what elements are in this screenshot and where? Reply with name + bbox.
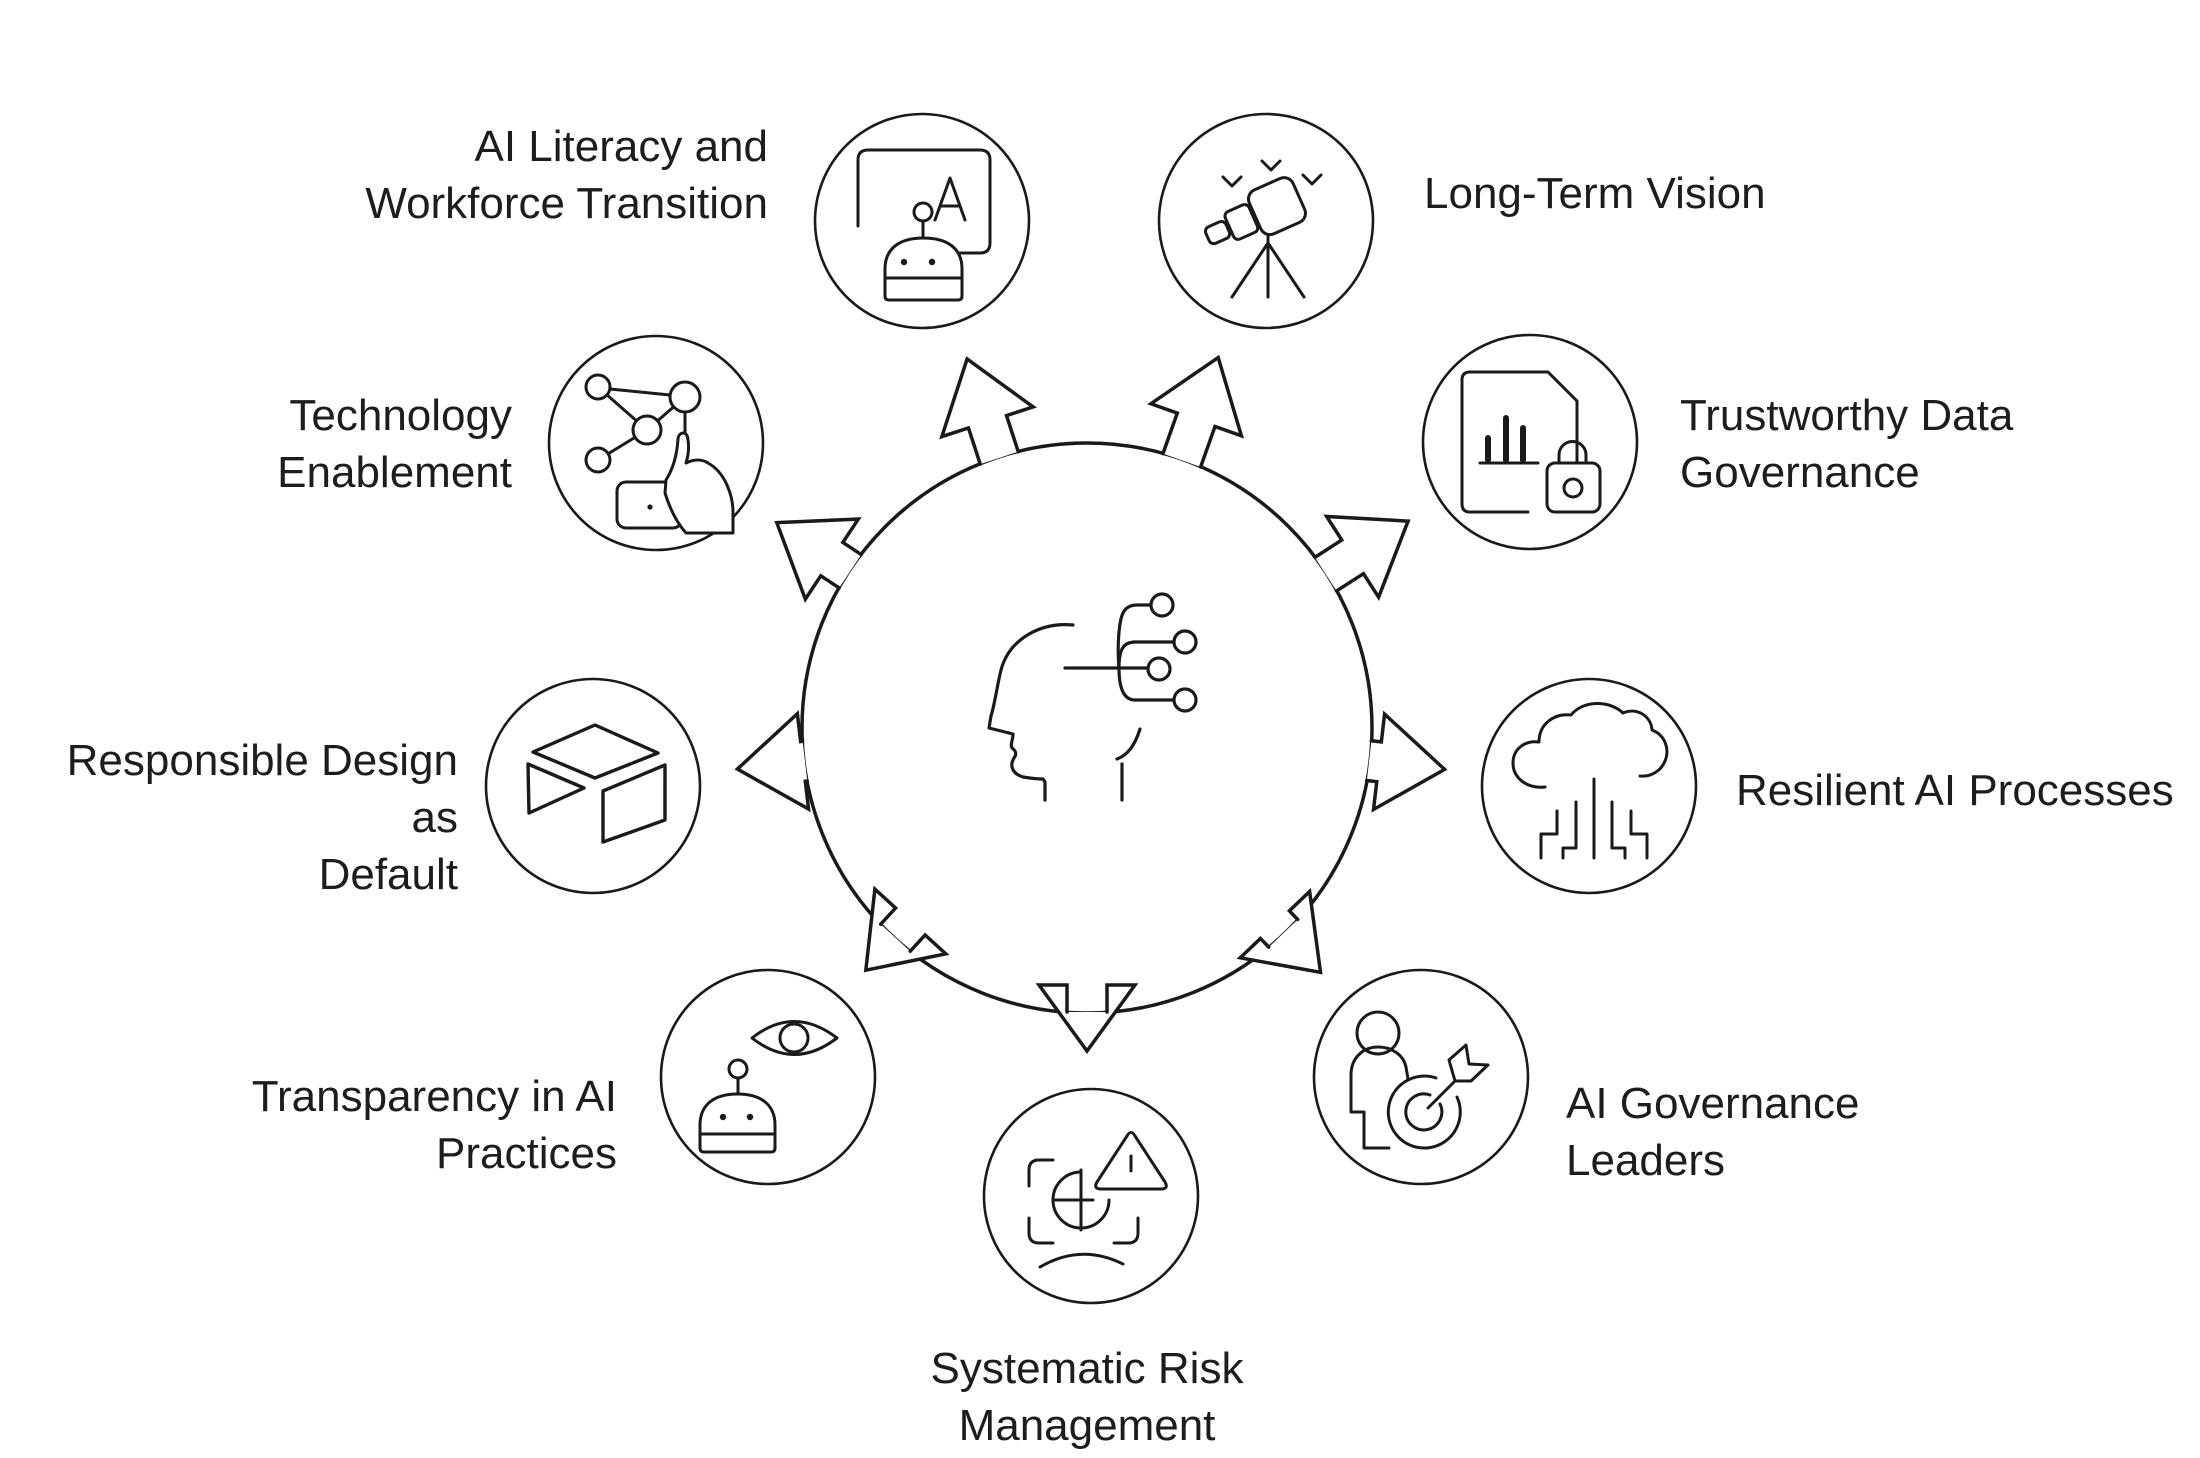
- satellite-governance-leaders: [1311, 967, 1531, 1187]
- arrow-to-systematic-risk: [1035, 983, 1139, 1054]
- satellite-technology-enablement: [546, 333, 766, 553]
- satellite-transparency: [658, 967, 878, 1187]
- satellite-ai-literacy: [812, 111, 1032, 331]
- ai-head-circuit-icon: [734, 354, 1448, 1054]
- robot-eye-icon: [659, 968, 877, 1186]
- satellite-trustworthy-data: [1420, 332, 1640, 552]
- arrow-to-governance-leaders: [1236, 887, 1323, 975]
- robot-teaching-board-icon: [813, 112, 1031, 330]
- arrow-to-long-term-vision: [1147, 354, 1245, 469]
- person-target-icon: [1312, 968, 1530, 1186]
- label-ai-literacy: AI Literacy and Workforce Transition: [365, 122, 768, 228]
- label-technology: Technology Enablement: [277, 391, 512, 497]
- label-systematic-risk: Systematic Risk Management: [930, 1344, 1244, 1450]
- arrow-to-resilient-ai: [1365, 710, 1448, 813]
- label-transparency: Transparency in AI Practices: [251, 1072, 617, 1178]
- label-governance-leaders: AI Governance Leaders: [1566, 1079, 1860, 1185]
- hub-arrows: [734, 354, 1448, 1054]
- document-chart-lock-icon: [1421, 333, 1639, 551]
- satellite-responsible-design: [483, 676, 703, 896]
- label-long-term-vision: Long-Term Vision: [1424, 169, 1766, 218]
- satellite-long-term-vision: [1156, 111, 1376, 331]
- arrow-to-responsible-design: [734, 710, 811, 813]
- hub-circle: [800, 441, 1374, 1015]
- isometric-box-icon: [484, 677, 702, 895]
- network-device-hand-icon: [547, 334, 765, 552]
- arrow-to-technology-enablement: [774, 517, 863, 603]
- label-responsible-design: Responsible Design as Default: [66, 736, 458, 899]
- arrow-to-trustworthy-data: [1313, 514, 1411, 602]
- satellite-resilient-ai: [1479, 676, 1699, 896]
- arrow-to-ai-literacy: [939, 356, 1037, 466]
- satellite-systematic-risk: [981, 1086, 1201, 1306]
- telescope-icon: [1157, 112, 1375, 330]
- risk-monitor-warning-icon: [982, 1087, 1200, 1305]
- label-resilient-ai: Resilient AI Processes: [1736, 766, 2174, 815]
- arrow-to-transparency: [863, 885, 950, 973]
- head-profile-icon: [987, 592, 1198, 802]
- cloud-circuit-icon: [1480, 677, 1698, 895]
- label-trustworthy-data: Trustworthy Data Governance: [1680, 391, 2014, 497]
